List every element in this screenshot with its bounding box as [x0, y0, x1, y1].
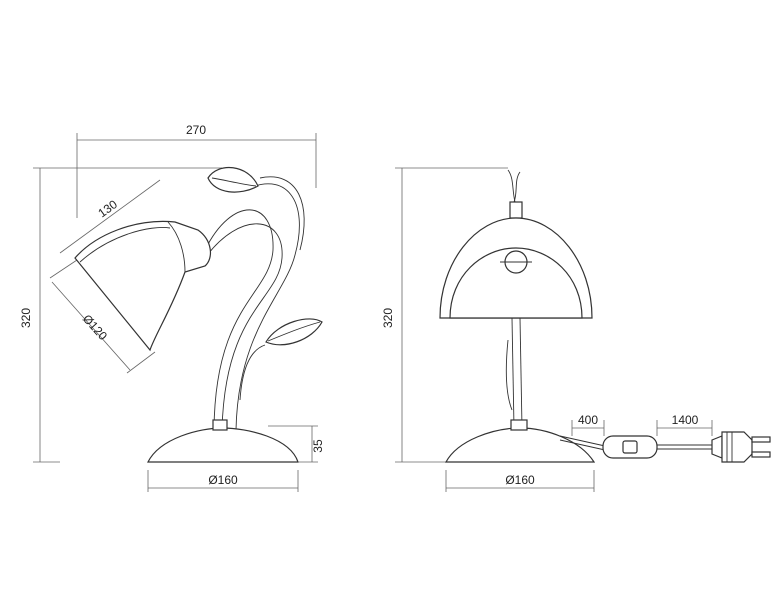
leaf-stem-upper-2	[259, 176, 305, 251]
shade-neck-line	[167, 221, 186, 273]
base-diameter-label: Ø160	[208, 473, 238, 487]
stem-curve-front	[204, 223, 283, 431]
cable-to-switch	[559, 435, 606, 447]
width-label: 270	[186, 123, 206, 137]
side-view: 270 320 130 90 Ø120	[19, 123, 325, 492]
shade-length-label: 130	[95, 197, 120, 220]
plug-pin-top	[751, 436, 771, 443]
cable-length-label: 400	[578, 413, 598, 427]
front-leaf-top-2	[513, 171, 521, 203]
upper-leaf-vein	[211, 177, 257, 187]
shade-diameter-extension-bottom	[126, 351, 156, 374]
shade-length-dimension-line	[59, 179, 161, 254]
front-base-diameter-label: Ø160	[505, 473, 535, 487]
front-view: 320 400	[381, 167, 771, 492]
switch-rocker	[622, 440, 638, 454]
front-stem-right	[519, 317, 523, 429]
stem-curve-back	[204, 209, 274, 431]
lamp-base	[147, 427, 299, 463]
leaf-stem-upper	[235, 183, 300, 431]
front-height-label: 320	[381, 308, 395, 328]
front-leaf-stem	[505, 339, 513, 411]
base-height-label: 35	[311, 439, 325, 453]
leaf-stem-lower	[239, 344, 266, 401]
plug-body	[721, 431, 753, 463]
upper-leaf	[207, 166, 259, 193]
plug-sleeve	[711, 435, 723, 459]
base-collar	[212, 419, 228, 431]
shade-inner-line	[79, 227, 171, 263]
front-shade-inner	[449, 247, 583, 319]
plug-pin-bottom	[751, 451, 771, 458]
cable-to-switch-2	[559, 439, 606, 451]
lower-leaf	[265, 318, 323, 346]
height-label: 320	[19, 308, 33, 328]
lower-leaf-vein	[267, 321, 321, 342]
shade-diameter-label: Ø120	[80, 312, 110, 343]
front-leaf-top-1	[507, 169, 516, 203]
lamp-shade	[74, 220, 212, 352]
front-shade-socket	[509, 201, 523, 219]
shade-diameter-dimension-line	[51, 281, 131, 371]
front-base-collar	[510, 419, 528, 431]
shade-diameter-extension-top	[49, 257, 81, 279]
front-stem-left	[511, 317, 515, 429]
plug-cable-label: 1400	[672, 413, 699, 427]
